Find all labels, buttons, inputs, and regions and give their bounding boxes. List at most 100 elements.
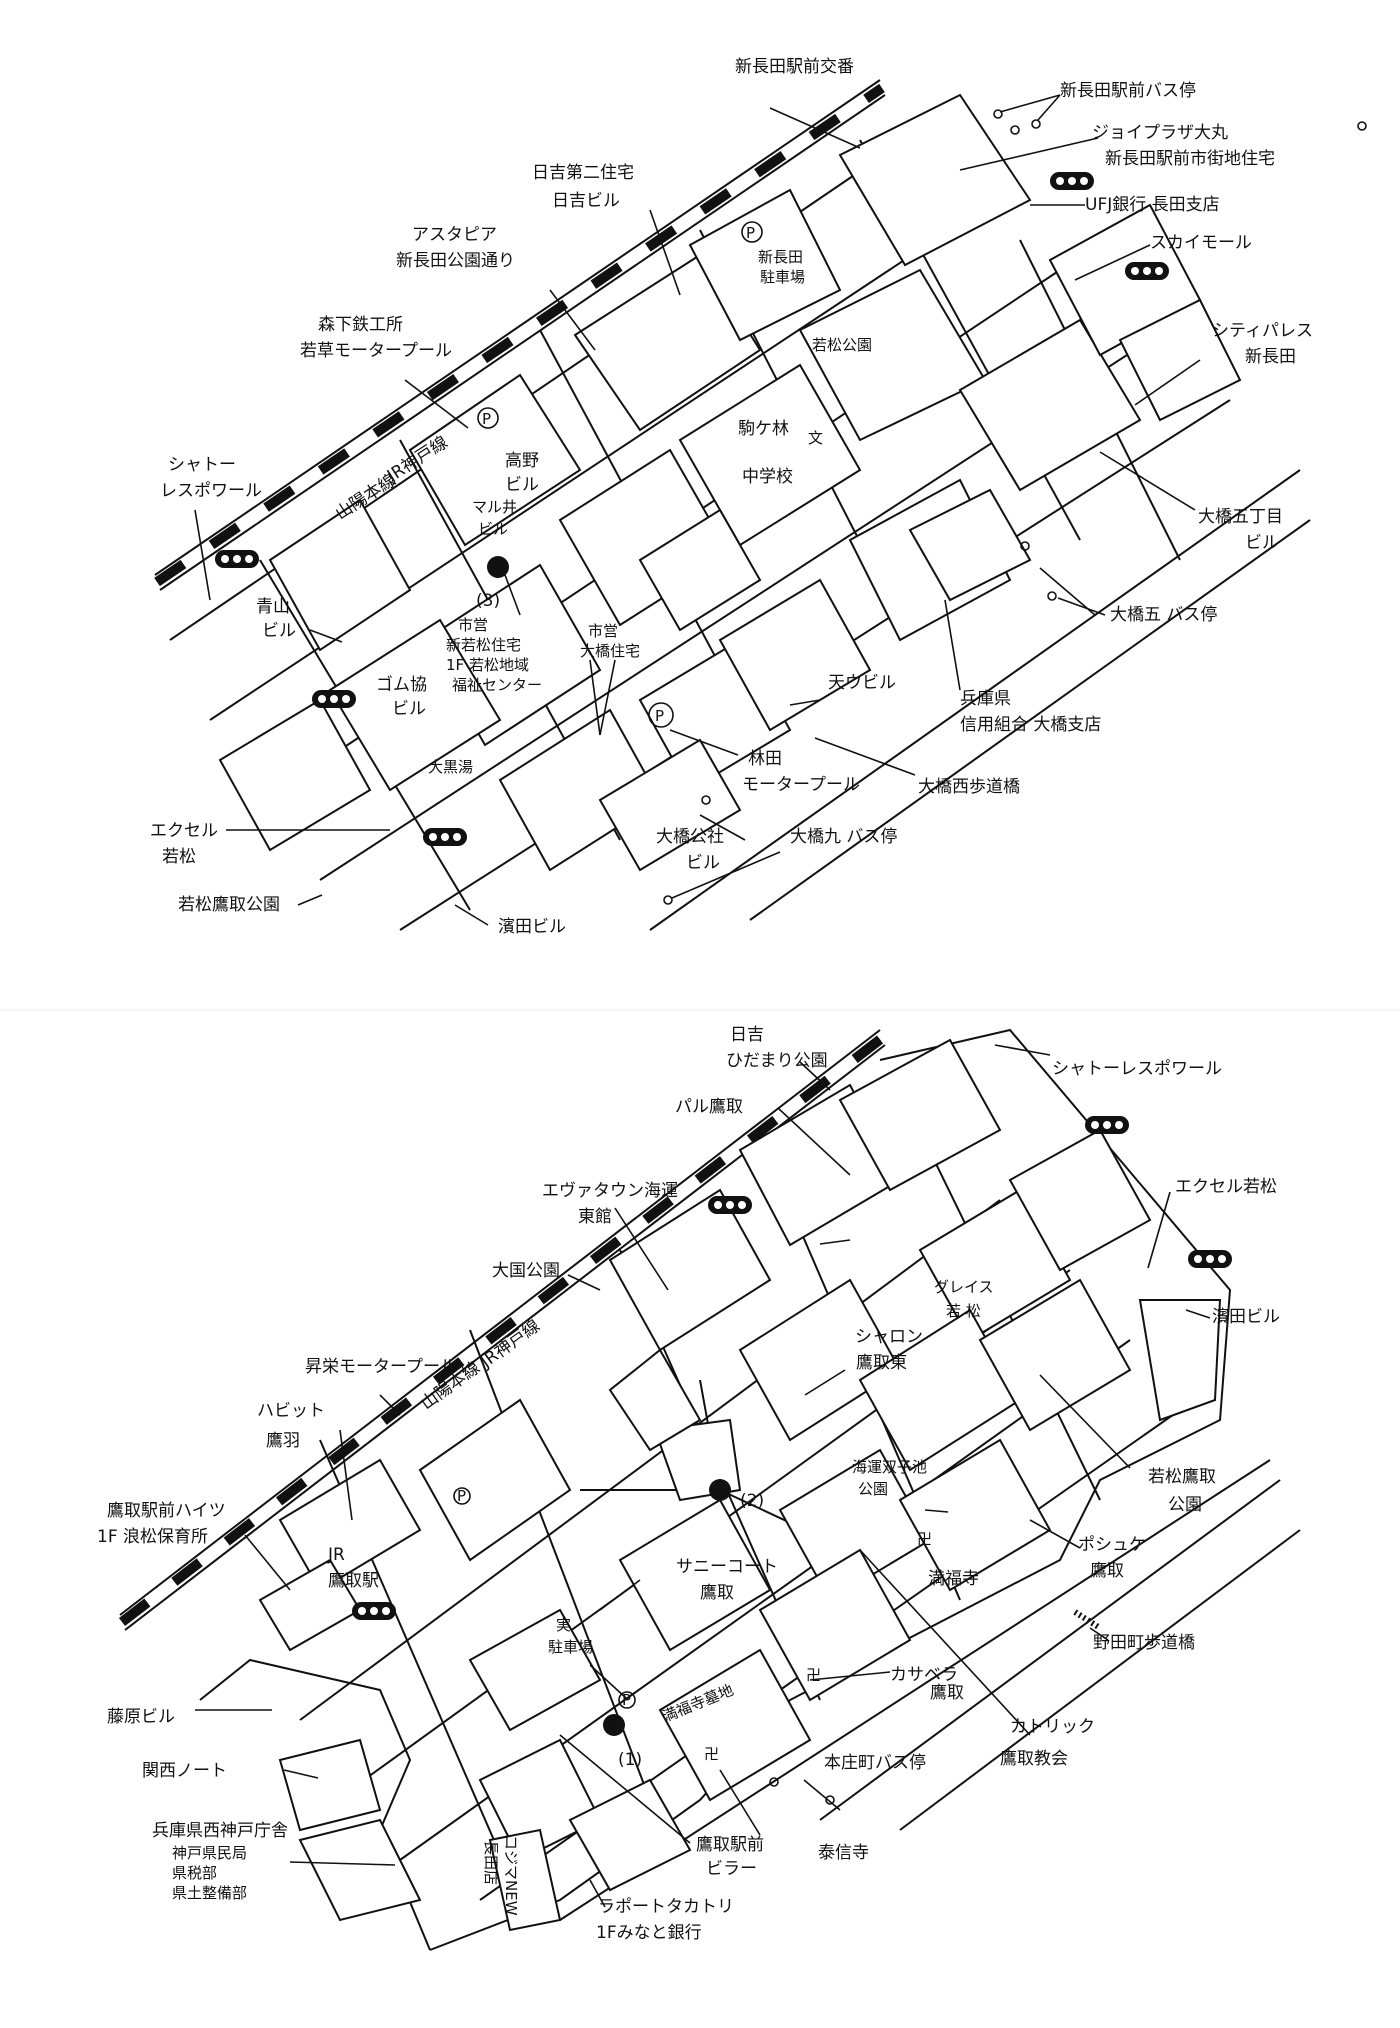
label-astapia: アスタピア: [412, 225, 497, 245]
label-excel: エクセル: [150, 821, 218, 841]
top-blocks: [218, 93, 1242, 872]
label-ohashi-kosha: 大橋公社: [656, 827, 724, 847]
label-aoyama: 青山: [256, 597, 290, 617]
label-sunny-court: サニーコート: [676, 1557, 778, 1577]
label-takatori-ekimae: 鷹取駅前: [696, 1834, 764, 1855]
label-minato-bank: 1Fみなと銀行: [596, 1923, 702, 1943]
top-school-icon: 文: [808, 429, 823, 447]
top-railway: [154, 79, 886, 591]
label-casabella: カサベラ: [890, 1665, 958, 1685]
label-sharon-takatori: 鷹取東: [856, 1352, 907, 1373]
label-nodamachi-bridge: 野田町歩道橋: [1093, 1633, 1195, 1653]
label-sharon: シャロン: [855, 1327, 923, 1347]
label-kaiun-futagoike: 海運双子池: [852, 1458, 927, 1476]
label-casabella-takatori: 鷹取: [930, 1682, 964, 1703]
label-ohashi5chome: 大橋五丁目: [1198, 507, 1283, 527]
label-hayashida: 林田: [748, 749, 782, 769]
label-excel-wakamatsu: エクセル若松: [1175, 1177, 1277, 1197]
label-kansai-note: 関西ノート: [142, 1761, 227, 1781]
top-parking-icon: P: [482, 410, 491, 428]
label-hiyoshi-housing: 日吉第二住宅: [532, 163, 634, 183]
bottom-marker-label-2: (2): [740, 1491, 764, 1511]
bottom-location-marker-2: [709, 1479, 731, 1501]
top-parking-icon-2: P: [746, 224, 755, 242]
nodamachi-bridge-hatch: [1073, 1609, 1102, 1631]
top-parking-icon-3: P: [655, 707, 664, 725]
label-wakamatsu-takatori-park-2: 公園: [1168, 1495, 1202, 1515]
label-namimatsu-nursery: 1F 浪松保育所: [97, 1527, 208, 1547]
label-ufj-bank: UFJ銀行 長田支店: [1085, 195, 1220, 215]
label-gomukyo: ゴム協: [376, 674, 427, 695]
bottom-map: (2) (1) P P 卍 卍 卍: [97, 1025, 1301, 1951]
label-kobe-kenmin: 神戸県民局: [172, 1844, 247, 1862]
label-futagoike-park: 公園: [858, 1480, 888, 1498]
label-chateau: シャトー: [168, 455, 236, 475]
label-shinnagata-parking: 新長田: [758, 248, 803, 266]
label-wakamatsu: 若松: [162, 847, 196, 867]
label-hyogo-ken: 兵庫県: [960, 689, 1011, 709]
bottom-traffic-light-4: [352, 1602, 396, 1620]
label-hidamari-park: ひだまり公園: [726, 1051, 828, 1071]
label-honjocho-bus-stop: 本庄町バス停: [824, 1753, 926, 1773]
label-hamada-bldg: 濱田ビル: [498, 917, 566, 937]
bottom-location-marker-1: [603, 1714, 625, 1736]
bottom-bus-stop-icons: [769, 1777, 835, 1805]
label-habit: ハビット: [257, 1401, 325, 1421]
label-shoei-pool: 昇栄モータープール: [305, 1357, 457, 1377]
bottom-temple-icon: 卍: [917, 1530, 932, 1548]
label-city-palace: シティパレス: [1212, 321, 1313, 341]
label-ohashi9-bus-stop: 大橋九 バス停: [790, 827, 897, 847]
label-takano-bldg: ビル: [505, 475, 539, 495]
label-welfare-center: 福祉センター: [452, 676, 542, 694]
label-park-street: 新長田公園通り: [396, 251, 515, 271]
label-kendo-seibi: 県土整備部: [172, 1884, 247, 1902]
label-hiyoshi: 日吉: [730, 1025, 764, 1045]
label-kojima-nagata: 長田店: [482, 1840, 500, 1885]
label-wakamatsu-park: 若松公園: [812, 336, 872, 354]
label-shinnagata-housing: 新長田駅前市街地住宅: [1105, 149, 1275, 169]
label-lespoir: レスポワール: [160, 481, 262, 501]
label-aoyama-bldg: ビル: [262, 621, 296, 641]
label-manpukuji: 満福寺: [928, 1569, 979, 1589]
label-fujiwara-bldg: 藤原ビル: [107, 1707, 175, 1727]
label-nishikobe-office: 兵庫県西神戸庁舎: [152, 1821, 288, 1841]
bottom-temple-icon-2: 卍: [704, 1745, 719, 1763]
label-city-palace-2: 新長田: [1245, 347, 1296, 367]
label-shiei: 市営: [458, 616, 488, 634]
bottom-parking-icon-2: P: [622, 1691, 631, 1709]
label-ohashi-kosha-bldg: ビル: [686, 853, 720, 873]
label-hiyoshi-bldg: 日吉ビル: [552, 191, 620, 211]
bottom-parking-icon: P: [457, 1487, 466, 1505]
label-tenu-bldg: 天ウビル: [828, 673, 896, 693]
label-shiei-2: 市営: [588, 622, 618, 640]
label-kenzei: 県税部: [172, 1864, 217, 1882]
label-sky-mall: スカイモール: [1150, 233, 1252, 253]
label-ohashi5chome-bldg: ビル: [1245, 533, 1279, 553]
label-poshuke: ポシュケ: [1078, 1535, 1146, 1555]
label-pal-takatori: パル鷹取: [675, 1096, 743, 1117]
label-daikoku-park: 大国公園: [492, 1261, 560, 1281]
bottom-leader-lines: [195, 1044, 1211, 1908]
top-bus-stop-icons: [663, 109, 1367, 905]
label-joy-plaza-daimaru: ジョイプラザ大丸: [1092, 123, 1228, 143]
top-leader-lines: [194, 94, 1201, 926]
label-shinyo-kumiai: 信用組合 大橋支店: [960, 715, 1101, 735]
top-traffic-light-2: [1125, 262, 1169, 280]
label-grace-wakamatsu: 若 松: [946, 1302, 981, 1320]
label-morishita: 森下鉄工所: [318, 315, 403, 335]
top-traffic-light-3: [215, 550, 259, 568]
label-wakamatsu-takatori: 若松鷹取: [1148, 1466, 1216, 1487]
label-grace: グレイス: [934, 1278, 994, 1296]
label-ohashi-housing: 大橋住宅: [580, 642, 640, 660]
label-villa: ビラー: [706, 1859, 757, 1879]
bottom-traffic-light-1: [1085, 1116, 1129, 1134]
bottom-map-labels: 山陽本線 JR神戸線 日吉 ひだまり公園 シャトーレスポワール パル鷹取 エヴァ…: [97, 1025, 1280, 1943]
label-takaba: 鷹羽: [266, 1430, 300, 1451]
label-takatori-heights: 鷹取駅前ハイツ: [107, 1500, 226, 1521]
top-marker-label-3: (3): [476, 591, 500, 611]
label-junior-high: 中学校: [742, 467, 793, 487]
label-rapport-takatori: ラポートタカトリ: [598, 1897, 734, 1917]
top-map: (3) P P P 文: [150, 57, 1367, 937]
bottom-traffic-light-2: [708, 1196, 752, 1214]
